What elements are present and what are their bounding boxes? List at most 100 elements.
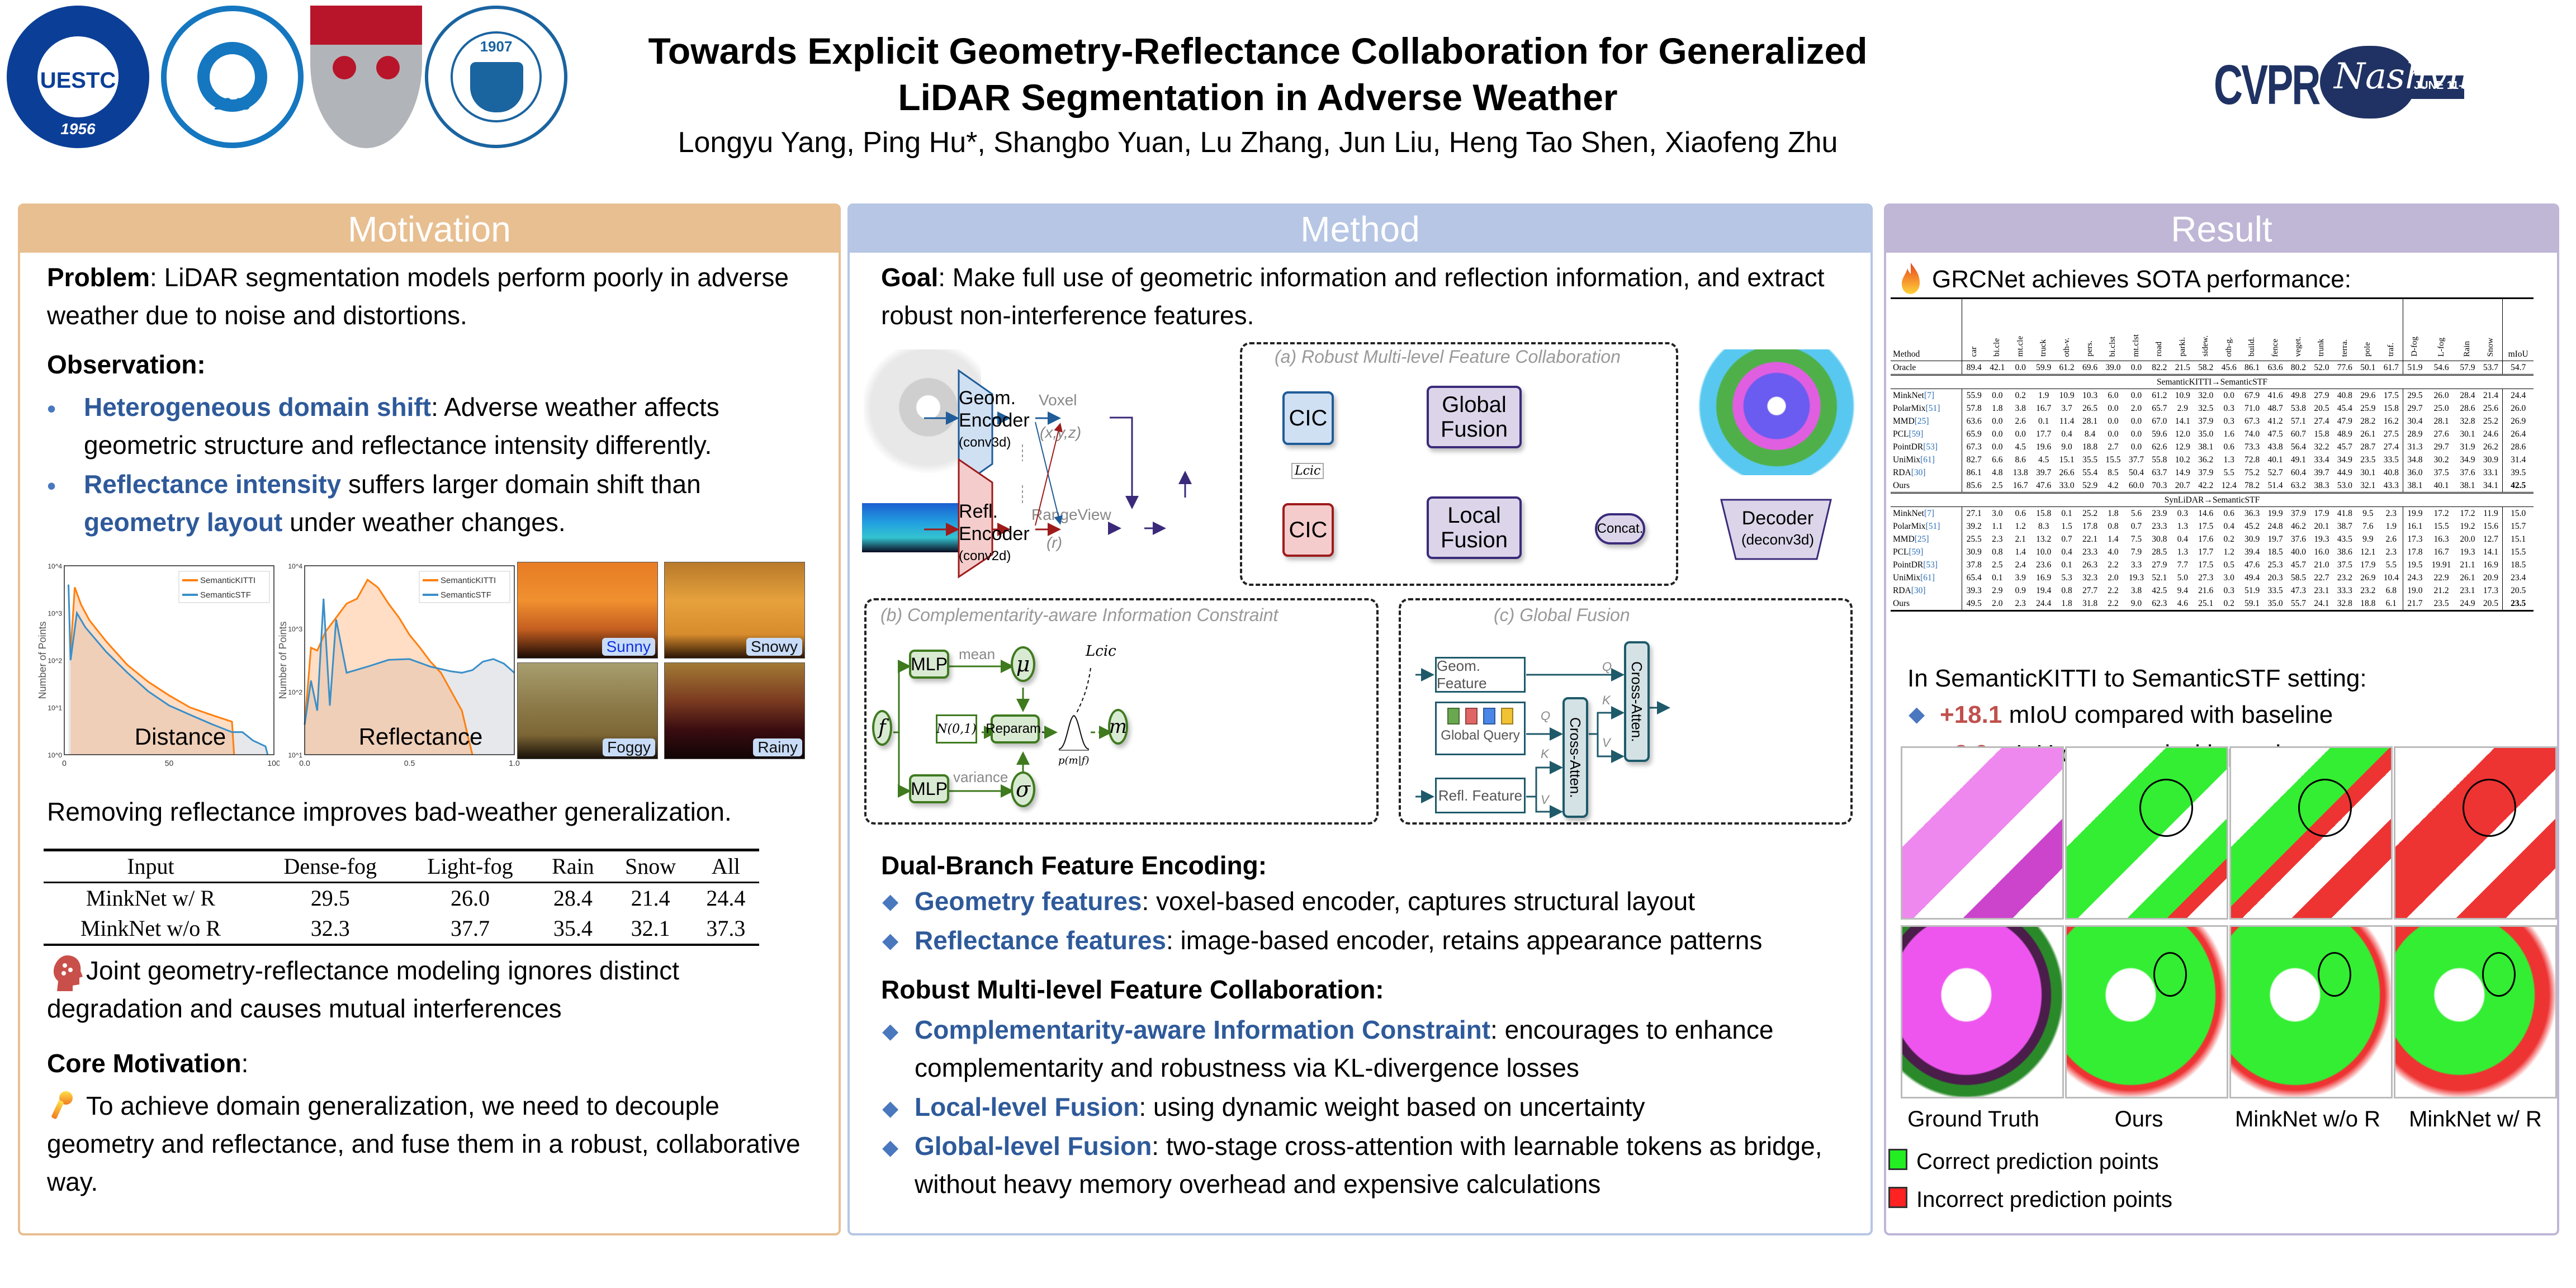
citation-link[interactable]: [51] <box>1925 404 1940 413</box>
table-cell: 17.3 <box>2483 586 2499 595</box>
section-b-label: (b) Complementarity-aware Information Co… <box>880 605 1278 625</box>
y-tick-label: 10^2 <box>288 688 302 696</box>
table-cell: 2.5 <box>1992 481 2003 490</box>
table-cell: 54.7 <box>2502 361 2534 375</box>
citation-link[interactable]: [59] <box>1909 429 1924 439</box>
table-cell: 5.3 <box>2061 573 2072 583</box>
table-header: road <box>2148 299 2171 361</box>
table-cell: 38.3 <box>2314 481 2329 490</box>
table-cell: 45.6 <box>2221 363 2237 372</box>
cic-loss-label: Lcic <box>1291 463 1324 479</box>
robust-bullet-2: Local-level Fusion: using dynamic weight… <box>915 1088 1854 1126</box>
rangeview-label: RangeView <box>1031 506 1111 523</box>
table-cell: 0.0 <box>2223 391 2234 400</box>
table-cell: 43.3 <box>2379 479 2404 493</box>
legend-correct-label: Correct prediction points <box>1916 1149 2159 1174</box>
table-cell: 32.0 <box>2198 391 2214 400</box>
table-cell: 37.8 <box>1966 560 1982 570</box>
table-cell: 32.1 <box>631 916 670 941</box>
table-cell: 0.0 <box>1992 391 2003 400</box>
table-cell: 16.0 <box>2314 547 2329 557</box>
table-cell: 17.3 <box>2407 534 2423 544</box>
table-cell: 3.0 <box>2223 573 2234 583</box>
citation-link[interactable]: [61] <box>1920 455 1935 465</box>
dual-bullet-highlight: Geometry features <box>915 887 1142 916</box>
citation-link[interactable]: [51] <box>1925 522 1940 531</box>
table-cell: 1.9 <box>2038 391 2049 400</box>
bullet-dot-icon: • <box>47 471 56 500</box>
column-label: road <box>2154 342 2164 357</box>
table-cell: 33.0 <box>2059 481 2075 490</box>
citation-link[interactable]: [59] <box>1909 547 1924 557</box>
decoder-label: Decoder (deconv3d) <box>1725 508 1831 550</box>
table-cell: 51.9 <box>2244 586 2260 595</box>
table-cell: 17.5 <box>2198 522 2214 531</box>
table-cell: 15.5 <box>2433 522 2449 531</box>
table-cell: 53.0 <box>2337 481 2352 490</box>
x-tick-label: 100 <box>267 759 280 768</box>
section-a-label: (a) Robust Multi-level Feature Collabora… <box>1275 347 1621 367</box>
refl-feature-block: Refl. Feature <box>1435 778 1526 813</box>
table-cell: 23.3 <box>2082 547 2098 557</box>
x-tick-label: 50 <box>165 759 174 768</box>
table-cell: 0.4 <box>2223 522 2234 531</box>
table-cell: 28.1 <box>2082 416 2098 426</box>
table-cell: 0.7 <box>2130 522 2142 531</box>
table-cell: 27.4 <box>2314 416 2329 426</box>
citation-link[interactable]: [30] <box>1911 586 1926 595</box>
table-cell: 15.8 <box>2379 402 2404 415</box>
method-name: RDA[30] <box>1891 466 1963 479</box>
citation-link[interactable]: [30] <box>1911 468 1926 477</box>
table-cell: 1.2 <box>2223 547 2234 557</box>
table-cell: 27.9 <box>2152 560 2167 570</box>
table-header: Input <box>127 854 174 879</box>
table-cell: 0.2 <box>2223 599 2234 608</box>
table-cell: 38.1 <box>2460 481 2475 490</box>
chart-title: Reflectance <box>359 723 483 750</box>
table-cell: 0.0 <box>1992 429 2003 439</box>
table-cell: 21.5 <box>2175 363 2190 372</box>
table-cell: 25.2 <box>2082 509 2098 518</box>
citation-link[interactable]: [7] <box>1924 391 1935 400</box>
table-cell: 2.3 <box>2379 506 2404 520</box>
table-cell: 25.6 <box>2483 404 2499 413</box>
method-label: MinkNet <box>1893 391 1924 400</box>
table-header: mt.cle <box>2009 299 2032 361</box>
table-cell: 57.9 <box>2460 363 2475 372</box>
table-cell: 0.6 <box>2223 442 2234 452</box>
y-tick-label: 10^1 <box>48 704 62 712</box>
learnable-token <box>1465 708 1478 724</box>
column-label: build. <box>2247 337 2257 357</box>
citation-link[interactable]: [25] <box>1914 534 1929 544</box>
voxel-label: Voxel <box>1039 391 1077 409</box>
q-label: Q <box>1541 709 1551 723</box>
table-cell: 30.9 <box>1966 547 1982 557</box>
table-cell: 21.7 <box>2407 599 2423 608</box>
table-cell: 37.6 <box>2460 468 2475 477</box>
pmf-label: p(m|f) <box>1058 755 1090 766</box>
table-cell: 13.8 <box>2012 468 2028 477</box>
table-cell: 10.9 <box>2059 391 2075 400</box>
citation-link[interactable]: [7] <box>1924 509 1935 518</box>
table-cell: 29.7 <box>2433 442 2449 452</box>
dalian-logo: 1949 <box>161 6 304 148</box>
citation-link[interactable]: [61] <box>1920 573 1935 583</box>
table-cell: 30.4 <box>2407 416 2423 426</box>
uestc-logo: UESTC 1956 <box>7 6 149 148</box>
gain-value: +18.1 <box>1940 701 2002 728</box>
method-label: Ours <box>1893 599 1910 608</box>
citation-link[interactable]: [53] <box>1923 442 1938 452</box>
citation-link[interactable]: [25] <box>1914 416 1929 426</box>
table-cell: 62.6 <box>2152 442 2167 452</box>
lancaster-logo <box>310 6 422 148</box>
table-cell: 29.6 <box>2360 391 2376 400</box>
table-cell: 82.2 <box>2152 363 2167 372</box>
column-label: mt.clst <box>2131 334 2141 357</box>
problem-text: : LiDAR segmentation models perform poor… <box>47 263 789 330</box>
poster-title-line2: LiDAR Segmentation in Adverse Weather <box>898 77 1618 118</box>
citation-link[interactable]: [53] <box>1923 560 1938 570</box>
table-cell: 52.7 <box>2267 468 2283 477</box>
